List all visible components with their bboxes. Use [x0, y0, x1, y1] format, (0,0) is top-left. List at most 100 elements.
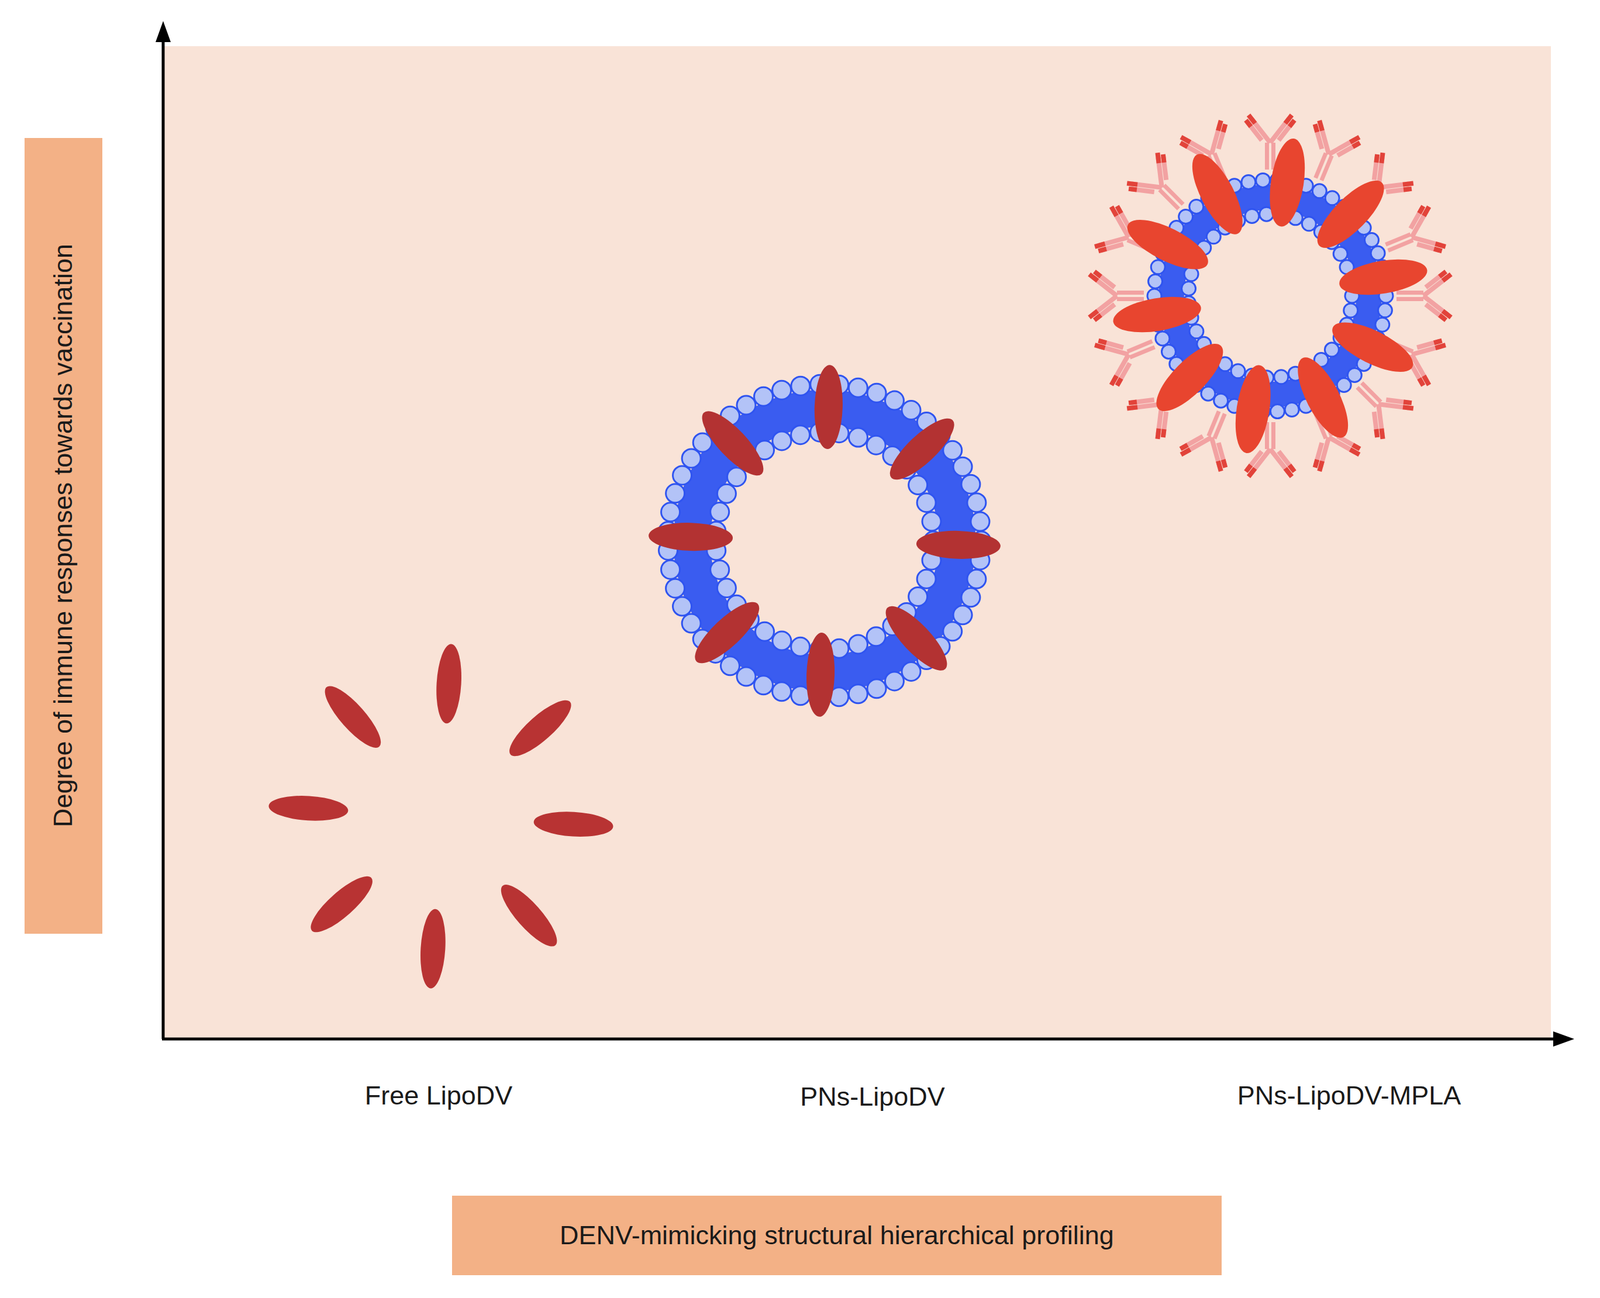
antigen — [686, 593, 768, 672]
lipid-head — [1370, 246, 1385, 261]
lipid-head — [673, 466, 692, 485]
antigen — [805, 632, 836, 717]
antigen — [1336, 253, 1430, 301]
lipid-head — [716, 484, 736, 503]
lipid-head — [772, 631, 792, 651]
lipid-head — [1364, 233, 1379, 248]
lipid-head — [661, 560, 681, 579]
lipid-head — [1274, 370, 1289, 385]
lipid-head — [848, 428, 868, 447]
antigen — [303, 869, 380, 941]
lipid-head — [953, 605, 972, 625]
antigen — [418, 908, 448, 989]
antigen — [813, 364, 844, 450]
lipid-head — [736, 395, 756, 415]
axis-title: DENV-mimicking structural hierarchical p… — [559, 1220, 1115, 1251]
antigen — [1110, 291, 1204, 339]
antigen — [1230, 362, 1277, 456]
lipid-head — [1312, 184, 1327, 199]
antibody — [1339, 365, 1419, 444]
lipid-head — [866, 627, 886, 647]
liposome-antigen-antibody — [1087, 113, 1453, 478]
lipid-head — [961, 474, 981, 494]
antigen — [1307, 171, 1394, 258]
y-axis-head — [155, 21, 171, 43]
lipid-head — [673, 597, 692, 616]
antigen — [1182, 147, 1253, 242]
lipid-head — [1377, 303, 1392, 318]
lipid-head — [916, 569, 936, 589]
antigen — [915, 529, 1001, 561]
free-antigens — [267, 643, 614, 989]
lipid-head — [867, 679, 886, 699]
axis-label-box: DENV-mimicking structural hierarchical p… — [452, 1195, 1222, 1276]
lipid-head — [1148, 274, 1163, 289]
antigen — [1325, 312, 1420, 382]
lipid-head — [755, 622, 775, 641]
liposome-antigen — [647, 364, 1001, 717]
lipid-head — [1245, 209, 1260, 224]
lipid-head — [884, 391, 904, 410]
lipid-head — [908, 476, 928, 495]
lipid-head — [791, 425, 810, 445]
lipid-head — [1343, 303, 1358, 318]
lipid-head — [1189, 324, 1204, 339]
category-label: Free LipoDV — [364, 1080, 513, 1112]
category-label: PNs-LipoDV — [800, 1081, 946, 1113]
lipid-head — [961, 588, 981, 608]
lipid-head — [666, 578, 685, 598]
lipid-head — [681, 614, 701, 633]
lipid-head — [681, 449, 701, 468]
lipid-head — [772, 380, 792, 400]
lipid-head — [1150, 260, 1165, 275]
lipid-head — [967, 569, 986, 589]
lipid-head — [922, 512, 941, 531]
axis-label-box: Degree of immune responses towards vacci… — [24, 138, 103, 934]
antigen — [693, 402, 772, 484]
lipid-head — [1301, 216, 1316, 231]
antigen — [1264, 136, 1310, 230]
plot-ground — [163, 46, 1551, 1040]
lipid-head — [1256, 173, 1271, 188]
lipid-head — [1214, 393, 1229, 408]
antibody — [1121, 147, 1200, 226]
antigen — [877, 598, 956, 679]
lipid-head — [916, 493, 936, 513]
antigen — [1146, 334, 1233, 422]
x-axis-head — [1553, 1031, 1575, 1047]
lipid-head — [1284, 402, 1299, 417]
lipid-head — [1270, 404, 1285, 419]
lipid-head — [943, 440, 962, 460]
lipid-head — [967, 493, 986, 513]
axis-title: Degree of immune responses towards vacci… — [47, 243, 79, 828]
lipid-head — [901, 661, 921, 681]
antigen — [317, 678, 389, 755]
lipid-head — [970, 512, 990, 531]
antigen — [493, 877, 565, 954]
lipid-head — [1241, 175, 1256, 190]
lipid-head — [1375, 317, 1390, 332]
lipid-head — [908, 587, 928, 606]
lipid-head — [1181, 281, 1196, 296]
lipid-head — [1161, 344, 1176, 359]
lipid-head — [848, 635, 868, 654]
lipid-head — [666, 484, 685, 503]
lipid-head — [791, 637, 810, 657]
antigen — [881, 409, 963, 489]
antigen — [647, 521, 733, 553]
antigen — [267, 793, 349, 823]
lipid-head — [1155, 331, 1170, 346]
antigen — [434, 643, 464, 724]
lipid-head — [710, 560, 730, 579]
lipid-head — [727, 467, 747, 487]
y-axis — [161, 26, 165, 1040]
lipid-head — [772, 431, 792, 451]
lipid-head — [710, 502, 730, 522]
antigen — [1287, 350, 1358, 446]
lipid-head — [953, 457, 972, 477]
lipid-head — [867, 383, 886, 403]
lipid-head — [1333, 246, 1348, 261]
lipid-head — [791, 376, 810, 396]
x-axis — [161, 1038, 1556, 1041]
antigen — [532, 809, 614, 840]
